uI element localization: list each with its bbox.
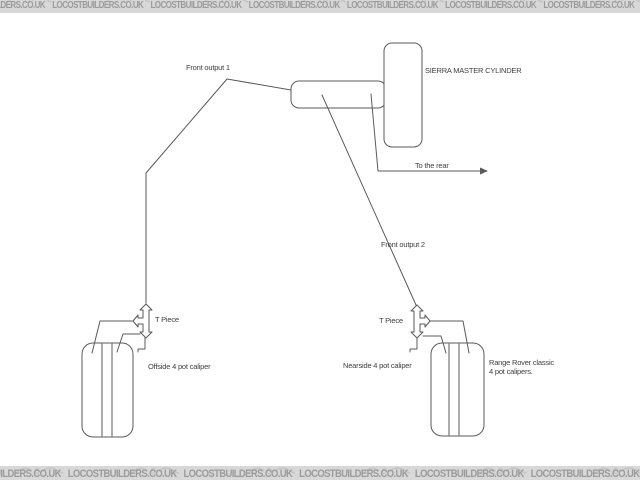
watermark-tile: LOCOSTBUILDERS.CO.UK (248, 0, 347, 11)
to-the-rear-label: To the rear (415, 161, 449, 170)
locost-car-logo-icon (363, 467, 411, 474)
watermark-tile: LOCOSTBUILDERS.CO.UK (0, 0, 52, 11)
locost-car-logo-icon (247, 467, 295, 474)
watermark-tile: LOCOSTBUILDERS.CO.UK (530, 467, 640, 480)
locost-car-logo-icon (499, 0, 543, 3)
t-piece-right-icon (411, 305, 430, 338)
locost-car-logo-icon (16, 467, 64, 474)
watermark-text: LOCOSTBUILDERS.CO.UK (183, 468, 293, 480)
nearside-caliper-label: Nearside 4 pot caliper (343, 361, 412, 370)
brake-disc-right (431, 343, 484, 436)
front-output-2-label: Front output 2 (381, 240, 425, 249)
watermark-tile: LOCOSTBUILDERS.CO.UK (183, 467, 295, 480)
front-output-1-pipe (146, 79, 291, 303)
t-piece-left-icon (133, 304, 152, 338)
left-lower-disc-pipe (117, 334, 140, 352)
locost-car-logo-icon (7, 0, 52, 3)
watermark-tile: LOCOSTBUILDERS.CO.UK (0, 467, 64, 480)
rear-pipe-arrowhead (480, 167, 488, 175)
watermark-text: LOCOSTBUILDERS.CO.UK (414, 468, 524, 480)
watermark-text: LOCOSTBUILDERS.CO.UK (67, 468, 177, 480)
offside-caliper-label: Offside 4 pot caliper (148, 362, 211, 371)
master-cylinder-reservoir (384, 43, 422, 147)
range-rover-caliper-label-line1: Range Rover classic (489, 358, 554, 367)
watermark-banner-bottom: LOCOSTBUILDERS.CO.UK LOCOSTBUILDERS.CO.UK… (0, 466, 640, 480)
front-output-2-pipe (322, 95, 416, 305)
watermark-text: LOCOSTBUILDERS.CO.UK (248, 0, 341, 11)
watermark-text: LOCOSTBUILDERS.CO.UK (299, 468, 409, 480)
watermark-tile: LOCOSTBUILDERS.CO.UK (346, 0, 445, 11)
locost-car-logo-icon (479, 467, 527, 474)
locost-car-logo-icon (400, 0, 445, 3)
right-lower-disc-pipe (423, 336, 446, 353)
locost-car-logo-icon (595, 467, 640, 474)
watermark-tile: LOCOSTBUILDERS.CO.UK (299, 467, 411, 480)
locost-car-logo-icon (204, 0, 249, 3)
watermark-text: LOCOSTBUILDERS.CO.UK (543, 0, 635, 11)
range-rover-caliper-label: Range Rover classic 4 pot calipers. (489, 358, 554, 376)
watermark-tile: LOCOSTBUILDERS.CO.UK (414, 467, 527, 480)
right-tpiece-bottom-step (410, 338, 417, 352)
locost-car-logo-icon (132, 467, 180, 474)
watermark-banner-top: LOCOSTBUILDERS.CO.UK LOCOSTBUILDERS.CO.UK… (0, 0, 640, 13)
rear-pipe (371, 94, 480, 171)
watermark-text: LOCOSTBUILDERS.CO.UK (0, 468, 61, 480)
watermark-tile: LOCOSTBUILDERS.CO.UK (445, 0, 543, 11)
t-piece-left-label: T Piece (155, 315, 179, 324)
watermark-text: LOCOSTBUILDERS.CO.UK (445, 0, 537, 11)
watermark-tile: LOCOSTBUILDERS.CO.UK (67, 467, 180, 480)
watermark-text: LOCOSTBUILDERS.CO.UK (150, 0, 242, 11)
front-output-1-label: Front output 1 (186, 63, 230, 72)
watermark-text: LOCOSTBUILDERS.CO.UK (346, 0, 439, 11)
brake-disc-left (82, 343, 133, 437)
watermark-text: LOCOSTBUILDERS.CO.UK (530, 468, 640, 480)
left-tpiece-bottom-step (138, 338, 145, 352)
watermark-text: LOCOSTBUILDERS.CO.UK (52, 0, 144, 11)
watermark-tile: LOCOSTBUILDERS.CO.UK (52, 0, 150, 11)
watermark-tile: LOCOSTBUILDERS.CO.UK (150, 0, 249, 11)
master-cylinder-label: SIERRA MASTER CYLINDER (425, 66, 522, 75)
watermark-tile: LOCOSTBUILDERS.CO.UK (543, 0, 640, 11)
watermark-row-bottom: LOCOSTBUILDERS.CO.UK LOCOSTBUILDERS.CO.UK… (0, 467, 640, 480)
watermark-text: LOCOSTBUILDERS.CO.UK (0, 0, 46, 11)
locost-car-logo-icon (597, 0, 640, 3)
watermark-row-top: LOCOSTBUILDERS.CO.UK LOCOSTBUILDERS.CO.UK… (0, 0, 640, 11)
locost-car-logo-icon (106, 0, 150, 3)
left-tpiece-to-disc-pipe (92, 321, 133, 353)
locost-car-logo-icon (302, 0, 347, 3)
range-rover-caliper-label-line2: 4 pot calipers. (489, 367, 533, 376)
t-piece-right-label: T Piece (379, 316, 403, 325)
right-tpiece-to-disc-pipe (430, 321, 469, 353)
